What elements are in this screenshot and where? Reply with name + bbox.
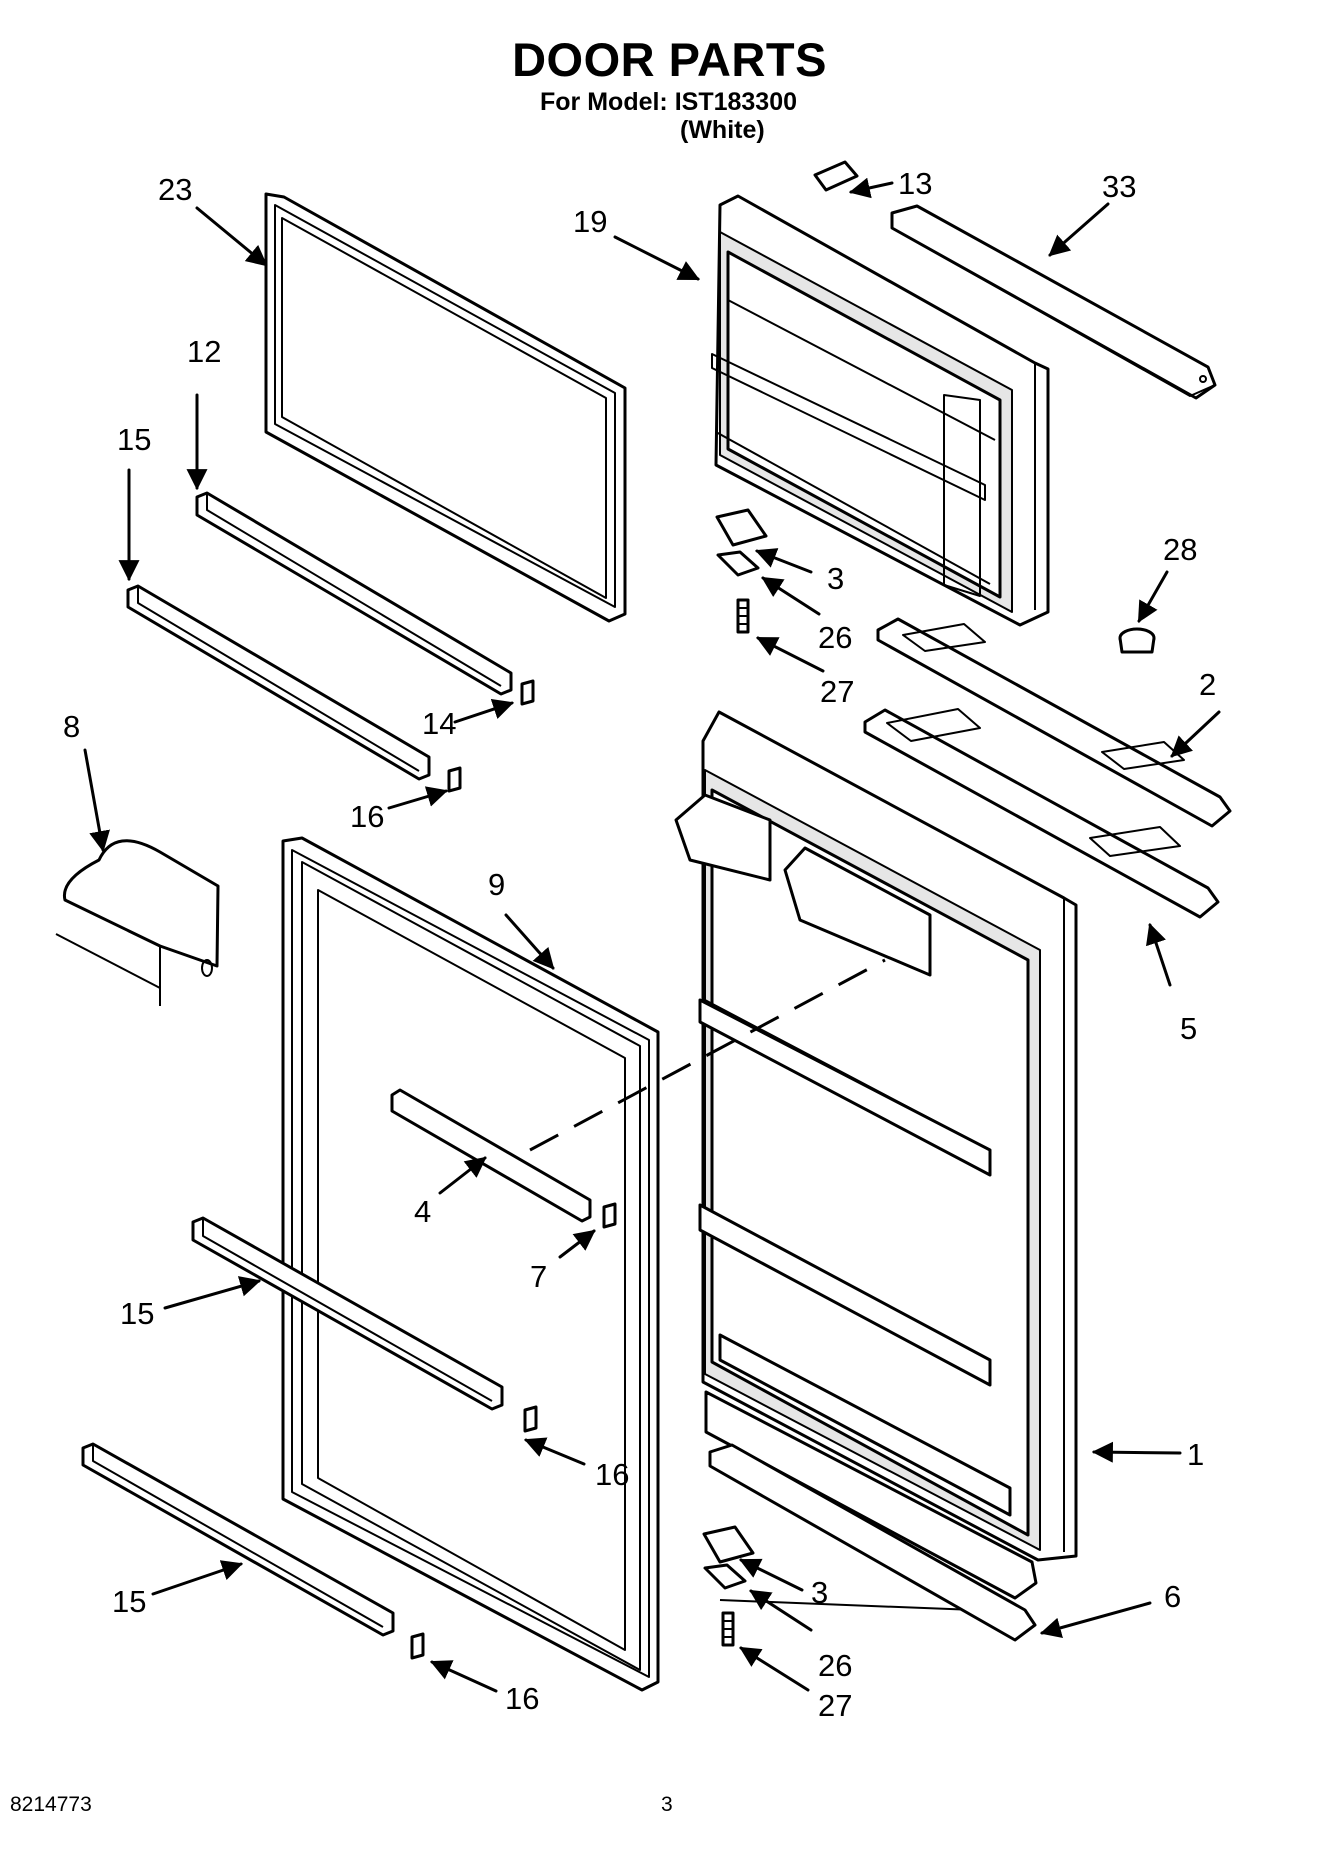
leader-lines <box>83 177 1221 1693</box>
lower-shelf-rails <box>81 1088 617 1660</box>
page-number: 3 <box>661 1793 673 1816</box>
callout-16-middle: 16 <box>595 1457 629 1492</box>
callout-3-upper: 3 <box>827 561 844 596</box>
alignment-dashed-line <box>529 958 886 1152</box>
freezer-gasket <box>264 192 627 623</box>
top-door-trim <box>890 204 1217 400</box>
callout-23: 23 <box>158 172 192 207</box>
callout-14: 14 <box>422 706 456 741</box>
callout-6: 6 <box>1164 1579 1181 1614</box>
callout-15-lower: 15 <box>112 1584 146 1619</box>
callout-28: 28 <box>1163 532 1197 567</box>
callout-3-lower: 3 <box>811 1575 828 1610</box>
callout-9: 9 <box>488 867 505 902</box>
upper-shelf-rails <box>126 491 535 793</box>
fresh-food-gasket <box>281 836 660 1692</box>
door-handles <box>863 617 1232 919</box>
callout-15-middle: 15 <box>120 1296 154 1331</box>
callout-5: 5 <box>1180 1011 1197 1046</box>
upper-hinge-assembly <box>715 508 768 634</box>
fresh-food-door <box>674 710 1078 1613</box>
callout-16-upper: 16 <box>350 799 384 834</box>
callout-26-lower: 26 <box>818 1648 852 1683</box>
freezer-door <box>711 194 1050 627</box>
callout-15-upper: 15 <box>117 422 151 457</box>
callout-12: 12 <box>187 334 221 369</box>
callout-13: 13 <box>898 166 932 201</box>
callout-4: 4 <box>414 1194 431 1229</box>
document-number: 8214773 <box>10 1793 92 1816</box>
callout-labels: 23 12 15 14 16 8 9 4 7 15 16 15 16 19 13… <box>63 166 1216 1723</box>
callout-8: 8 <box>63 709 80 744</box>
callout-7: 7 <box>530 1259 547 1294</box>
callout-1: 1 <box>1187 1437 1204 1472</box>
callout-27-lower: 27 <box>818 1688 852 1723</box>
bottom-door-trim <box>708 1443 1037 1642</box>
callout-26-upper: 26 <box>818 620 852 655</box>
dairy-door <box>55 839 220 1006</box>
model-number: For Model: IST183300 <box>540 88 798 116</box>
callout-19: 19 <box>573 204 607 239</box>
callout-33: 33 <box>1102 169 1136 204</box>
model-color: (White) <box>680 116 765 144</box>
label-plate <box>813 160 859 192</box>
plug-button <box>1118 627 1156 654</box>
callout-2: 2 <box>1199 667 1216 702</box>
lower-hinge-assembly <box>702 1525 755 1647</box>
page-title: DOOR PARTS <box>512 33 827 86</box>
callout-16-lower: 16 <box>505 1681 539 1716</box>
callout-27-upper: 27 <box>820 674 854 709</box>
